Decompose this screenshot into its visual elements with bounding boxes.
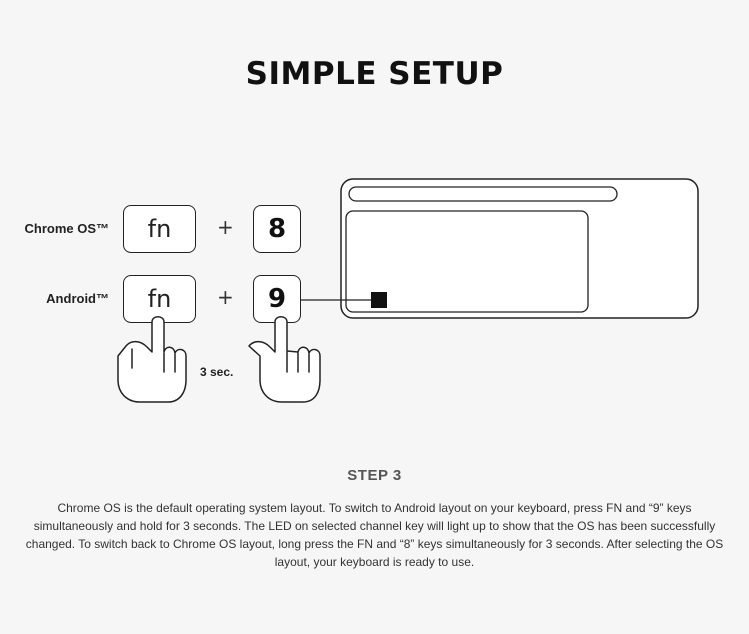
- step-description: Chrome OS is the default operating syste…: [25, 501, 724, 569]
- plus-sign-android: +: [217, 285, 234, 309]
- keyboard-illustration: [340, 178, 699, 319]
- fn-key-chrome: fn: [123, 205, 196, 253]
- key-8: 8: [253, 205, 301, 253]
- fn-key-android: fn: [123, 275, 196, 323]
- hold-duration-label: 3 sec.: [200, 365, 234, 379]
- led-indicator: [371, 292, 387, 308]
- hand-icon-left: [117, 316, 187, 403]
- step-heading: STEP 3: [347, 467, 402, 484]
- plus-sign-chrome: +: [217, 215, 234, 239]
- hand-icon-right: [248, 316, 321, 403]
- page-title: SIMPLE SETUP: [245, 56, 504, 92]
- key-9: 9: [253, 275, 301, 323]
- android-label: Android™: [46, 291, 109, 306]
- chrome-os-label: Chrome OS™: [24, 221, 109, 236]
